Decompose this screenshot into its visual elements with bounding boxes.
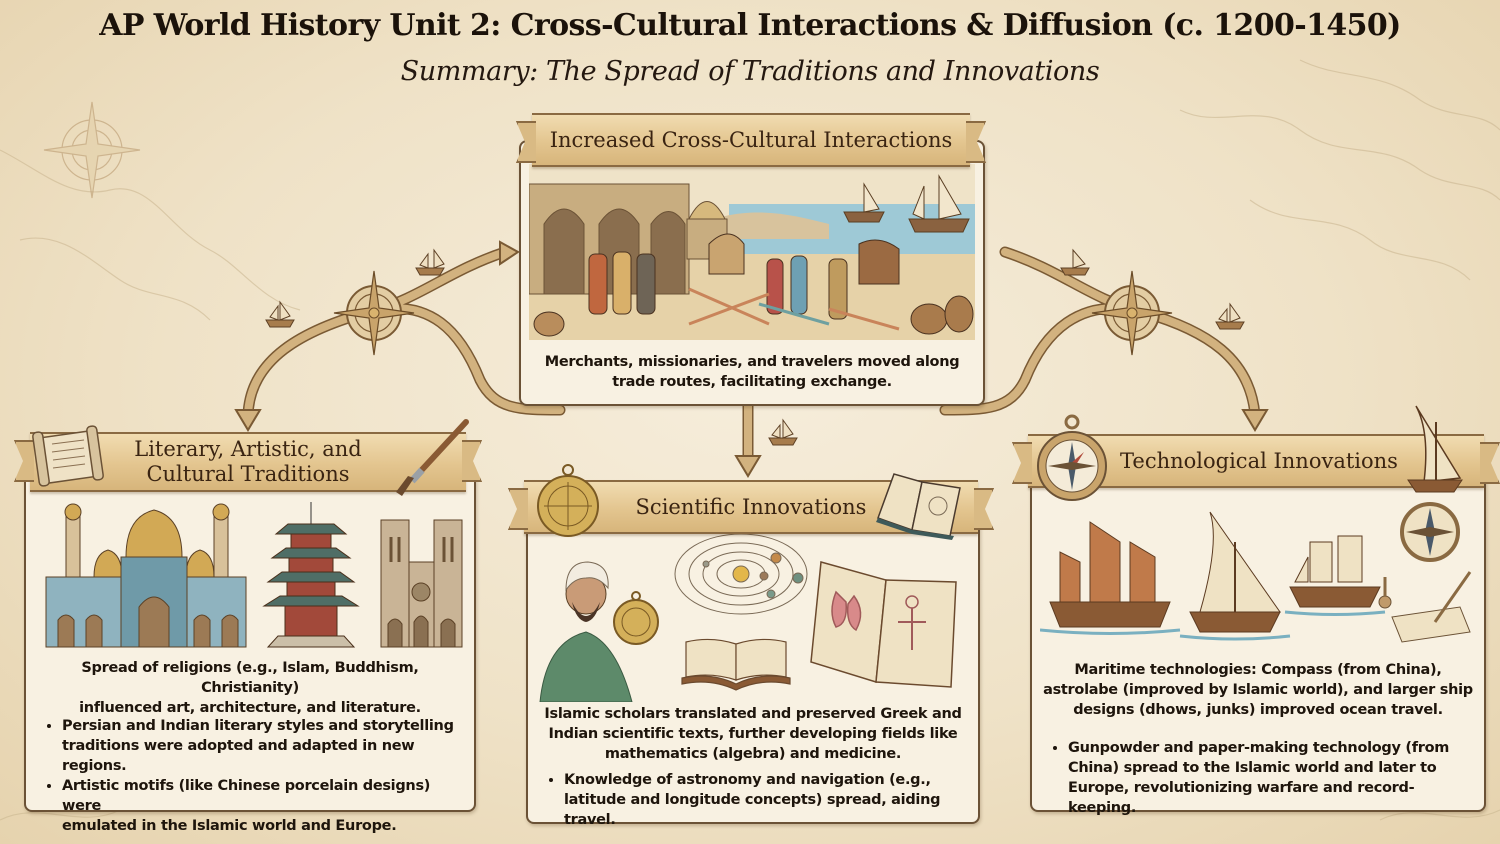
scientific-panel: Islamic scholars translated and preserve… <box>526 518 980 828</box>
arrow-head-center <box>734 455 762 478</box>
compass-rose-left-icon <box>333 270 415 356</box>
buildings-illustration <box>45 502 463 648</box>
technological-summary: Maritime technologies: Compass (from Chi… <box>1043 662 1473 718</box>
scientific-summary: Islamic scholars translated and preserve… <box>544 706 962 762</box>
technological-heading: Technological Innovations <box>1120 448 1398 473</box>
interactions-panel: Merchants, missionaries, and travelers m… <box>519 140 985 406</box>
junk-ship-icon <box>1040 521 1181 635</box>
arrow-head-top-left <box>499 240 520 266</box>
caravel-ship-icon <box>1284 535 1386 616</box>
traditions-panel: Spread of religions (e.g., Islam, Buddhi… <box>24 470 476 834</box>
traditions-bullets: Persian and Indian literary styles and s… <box>40 716 466 836</box>
interactions-caption: Merchants, missionaries, and travelers m… <box>544 354 960 390</box>
traditions-summary: Spread of religions (e.g., Islam, Buddhi… <box>79 660 421 716</box>
astrolabe-icon <box>537 464 599 537</box>
compass-icon <box>1037 414 1107 501</box>
paintbrush-icon <box>396 419 469 496</box>
traditions-bullet: Artistic motifs (like Chinese porcelain … <box>62 776 466 836</box>
dhow-ship-icon <box>1407 405 1463 493</box>
compass-rose-map-icon <box>43 101 141 199</box>
arrow-head-left <box>234 409 262 432</box>
scroll-icon <box>32 425 104 487</box>
technological-bullets: Gunpowder and paper-making technology (f… <box>1046 738 1478 818</box>
scholar-with-astrolabe-icon <box>539 561 659 702</box>
interactions-banner: Increased Cross-Cultural Interactions <box>532 113 970 167</box>
page-subtitle: Summary: The Spread of Traditions and In… <box>400 56 1100 87</box>
scientific-heading: Scientific Innovations <box>635 494 867 519</box>
paper-quill-icon <box>1378 571 1472 643</box>
mosque-icon <box>45 503 247 648</box>
technological-panel: Maritime technologies: Compass (from Chi… <box>1030 470 1486 816</box>
ships-illustration <box>1040 502 1472 643</box>
solar-system-icon <box>674 533 808 615</box>
arrow-head-right <box>1241 409 1269 432</box>
open-book-icon <box>876 473 961 540</box>
interactions-heading: Increased Cross-Cultural Interactions <box>549 127 953 152</box>
scientific-bullet: Knowledge of astronomy and navigation (e… <box>564 770 972 830</box>
traditions-bullet: Persian and Indian literary styles and s… <box>62 716 466 776</box>
compass-rose-right-icon <box>1091 270 1173 356</box>
anatomy-book-icon <box>810 561 957 688</box>
compass-diagram-icon <box>1400 502 1460 562</box>
technological-bullet: Gunpowder and paper-making technology (f… <box>1068 738 1478 818</box>
scientific-illustrations <box>539 533 957 702</box>
gothic-cathedral-icon <box>380 519 463 648</box>
pagoda-icon <box>262 502 360 648</box>
dhow-ship-icon <box>1179 511 1291 641</box>
manuscript-book-icon <box>681 638 791 691</box>
trade-bazaar-scene-icon <box>529 164 975 340</box>
page-title: AP World History Unit 2: Cross-Cultural … <box>99 8 1401 43</box>
scientific-bullets: Knowledge of astronomy and navigation (e… <box>542 770 972 830</box>
